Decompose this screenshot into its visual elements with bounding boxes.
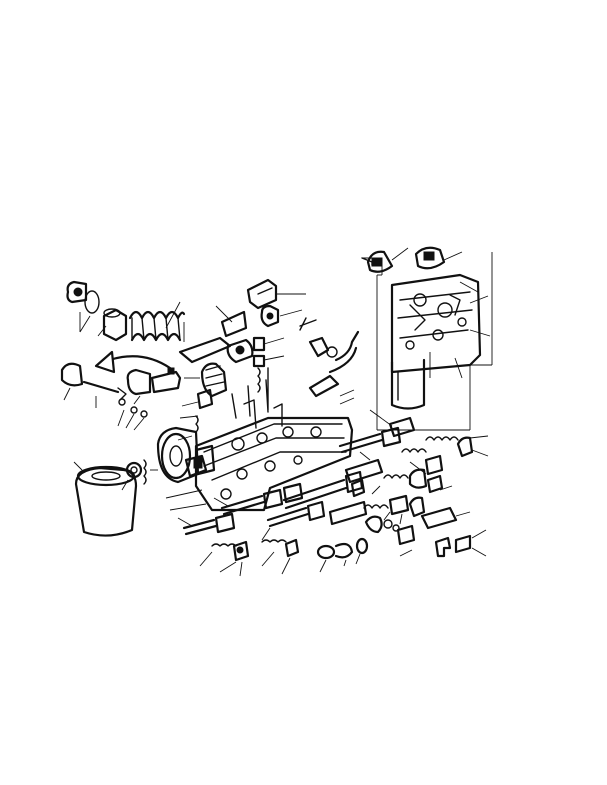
lower-valve-spools — [165, 482, 354, 577]
inset-assembled-valve-body — [361, 246, 493, 431]
top-center-solenoid — [246, 278, 360, 405]
lower-left-parts — [73, 388, 214, 537]
upper-left-parts — [60, 280, 285, 431]
large-coil-spring — [128, 310, 186, 342]
right-valve-spools — [282, 409, 489, 565]
central-valve-body — [156, 367, 354, 512]
